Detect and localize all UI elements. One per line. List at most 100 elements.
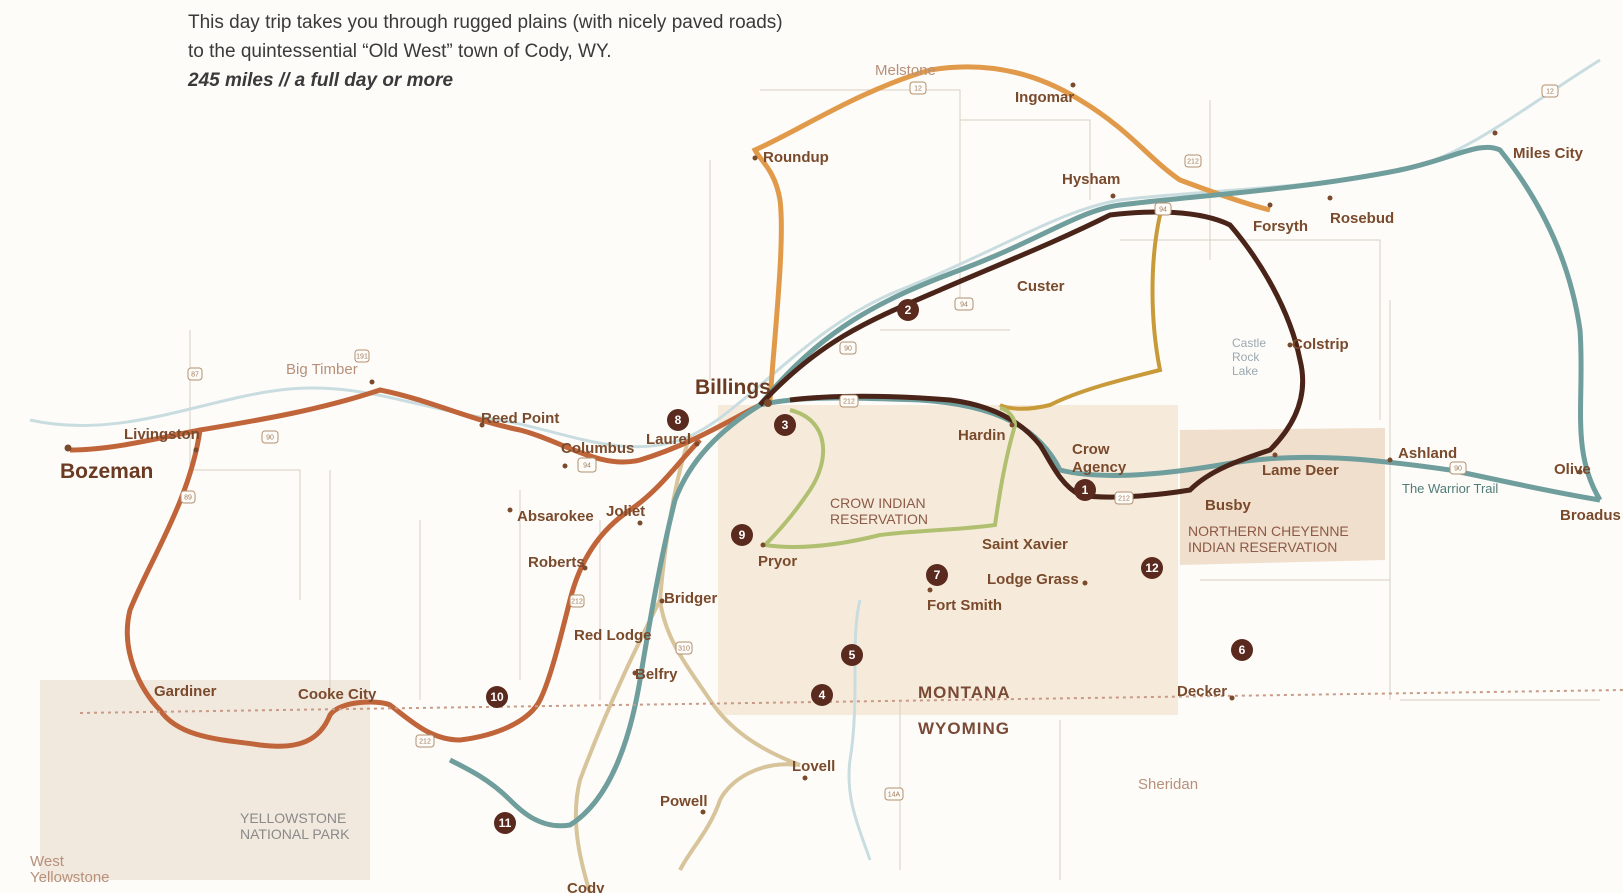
svg-text:9: 9 bbox=[739, 528, 746, 542]
route-shield-13: 94 bbox=[1159, 207, 1167, 214]
label-hardin: Hardin bbox=[958, 427, 1006, 444]
label-crow-1: CROW INDIAN bbox=[830, 495, 926, 511]
route-shield-18: 90 bbox=[1454, 466, 1462, 473]
route-shield-6: 89 bbox=[184, 495, 192, 502]
label-decker: Decker bbox=[1177, 683, 1227, 700]
label-busby: Busby bbox=[1205, 497, 1252, 514]
label-lake-2: Rock bbox=[1232, 350, 1260, 364]
region-labels: CROW INDIAN RESERVATION NORTHERN CHEYENN… bbox=[240, 336, 1498, 842]
town-labels: Bozeman Livingston Big Timber Reed Point… bbox=[30, 62, 1621, 893]
route-shield-numbers: 909412871918921231021214A212129494902122… bbox=[184, 86, 1554, 799]
label-yellowstone-1: YELLOWSTONE bbox=[240, 810, 346, 826]
label-lovell: Lovell bbox=[792, 758, 835, 775]
svg-text:6: 6 bbox=[1239, 643, 1246, 657]
svg-text:8: 8 bbox=[675, 413, 682, 427]
route-shields bbox=[180, 81, 1559, 801]
svg-text:2: 2 bbox=[905, 303, 912, 317]
markers: 1 2 3 4 5 6 7 8 9 10 11 12 bbox=[486, 299, 1253, 834]
label-red-lodge: Red Lodge bbox=[574, 627, 652, 644]
label-miles-city: Miles City bbox=[1513, 145, 1584, 162]
label-olive: Olive bbox=[1554, 461, 1591, 478]
label-absarokee: Absarokee bbox=[517, 508, 594, 525]
label-wyoming: WYOMING bbox=[918, 719, 1010, 738]
label-saint-xavier: Saint Xavier bbox=[982, 536, 1068, 553]
marker-10[interactable]: 10 bbox=[486, 686, 508, 708]
route-shield-16: 212 bbox=[843, 399, 855, 406]
label-joliet: Joliet bbox=[606, 503, 645, 520]
label-reed-point: Reed Point bbox=[481, 410, 559, 427]
marker-9[interactable]: 9 bbox=[731, 524, 753, 546]
label-livingston: Livingston bbox=[124, 426, 200, 443]
label-forsyth: Forsyth bbox=[1253, 218, 1308, 235]
label-gardiner: Gardiner bbox=[154, 683, 217, 700]
marker-11[interactable]: 11 bbox=[494, 812, 516, 834]
state-border bbox=[79, 689, 1623, 714]
route-shield-11: 212 bbox=[1187, 159, 1199, 166]
label-crow-agency-2: Agency bbox=[1072, 459, 1127, 476]
route-shield-1: 90 bbox=[266, 435, 274, 442]
label-roberts: Roberts bbox=[528, 554, 585, 571]
route-shield-5: 191 bbox=[356, 354, 368, 361]
label-lake-3: Lake bbox=[1232, 364, 1258, 378]
label-lodge-grass: Lodge Grass bbox=[987, 571, 1079, 588]
label-crow-agency-1: Crow bbox=[1072, 441, 1110, 458]
svg-text:3: 3 bbox=[782, 418, 789, 432]
label-melstone: Melstone bbox=[875, 62, 936, 79]
route-gold bbox=[999, 214, 1163, 411]
label-billings: Billings bbox=[695, 376, 771, 399]
route-shield-4: 87 bbox=[191, 372, 199, 379]
label-cooke-city: Cooke City bbox=[298, 686, 377, 703]
label-montana: MONTANA bbox=[918, 683, 1011, 702]
intro-line-1: This day trip takes you through rugged p… bbox=[188, 12, 783, 33]
marker-5[interactable]: 5 bbox=[841, 644, 863, 666]
route-shield-9: 212 bbox=[419, 739, 431, 746]
label-roundup: Roundup bbox=[763, 149, 829, 166]
label-lame-deer: Lame Deer bbox=[1262, 462, 1339, 479]
svg-text:10: 10 bbox=[490, 690, 504, 704]
label-cheyenne-2: INDIAN RESERVATION bbox=[1188, 539, 1337, 555]
route-orange bbox=[751, 64, 1271, 401]
svg-text:1: 1 bbox=[1082, 483, 1089, 497]
route-shield-3: 12 bbox=[914, 86, 922, 93]
intro-line-2: to the quintessential “Old West” town of… bbox=[188, 41, 612, 62]
marker-8[interactable]: 8 bbox=[667, 409, 689, 431]
marker-1[interactable]: 1 bbox=[1074, 479, 1096, 501]
label-warrior-trail: The Warrior Trail bbox=[1402, 481, 1498, 496]
label-yellowstone-2: NATIONAL PARK bbox=[240, 826, 350, 842]
label-west-yellowstone-1: West bbox=[30, 853, 65, 870]
crow-reservation-area bbox=[718, 405, 1178, 715]
label-columbus: Columbus bbox=[561, 440, 634, 457]
label-cheyenne-1: NORTHERN CHEYENNE bbox=[1188, 523, 1349, 539]
route-shield-10: 14A bbox=[888, 792, 901, 799]
trip-distance: 245 miles // a full day or more bbox=[188, 70, 454, 91]
label-bozeman: Bozeman bbox=[60, 460, 153, 483]
marker-2[interactable]: 2 bbox=[897, 299, 919, 321]
route-shield-14: 94 bbox=[960, 302, 968, 309]
svg-text:11: 11 bbox=[499, 816, 512, 830]
label-belfry: Belfry bbox=[635, 666, 678, 683]
route-brown bbox=[69, 387, 762, 749]
marker-6[interactable]: 6 bbox=[1231, 639, 1253, 661]
label-cody: Cody bbox=[567, 880, 605, 893]
svg-text:12: 12 bbox=[1145, 561, 1159, 575]
label-crow-2: RESERVATION bbox=[830, 511, 928, 527]
label-ingomar: Ingomar bbox=[1015, 89, 1074, 106]
label-lake-1: Castle bbox=[1232, 336, 1266, 350]
route-shield-12: 12 bbox=[1546, 89, 1554, 96]
svg-text:5: 5 bbox=[849, 648, 856, 662]
label-ashland: Ashland bbox=[1398, 445, 1457, 462]
label-fort-smith: Fort Smith bbox=[927, 597, 1002, 614]
marker-12[interactable]: 12 bbox=[1141, 557, 1163, 579]
marker-3[interactable]: 3 bbox=[774, 414, 796, 436]
marker-7[interactable]: 7 bbox=[926, 564, 948, 586]
label-custer: Custer bbox=[1017, 278, 1065, 295]
marker-4[interactable]: 4 bbox=[811, 684, 833, 706]
route-shield-17: 212 bbox=[1118, 496, 1130, 503]
route-shield-15: 90 bbox=[844, 346, 852, 353]
route-shield-7: 212 bbox=[571, 599, 583, 606]
label-powell: Powell bbox=[660, 793, 708, 810]
yellowstone-park-area bbox=[40, 680, 370, 880]
label-colstrip: Colstrip bbox=[1292, 336, 1349, 353]
svg-text:4: 4 bbox=[819, 688, 826, 702]
